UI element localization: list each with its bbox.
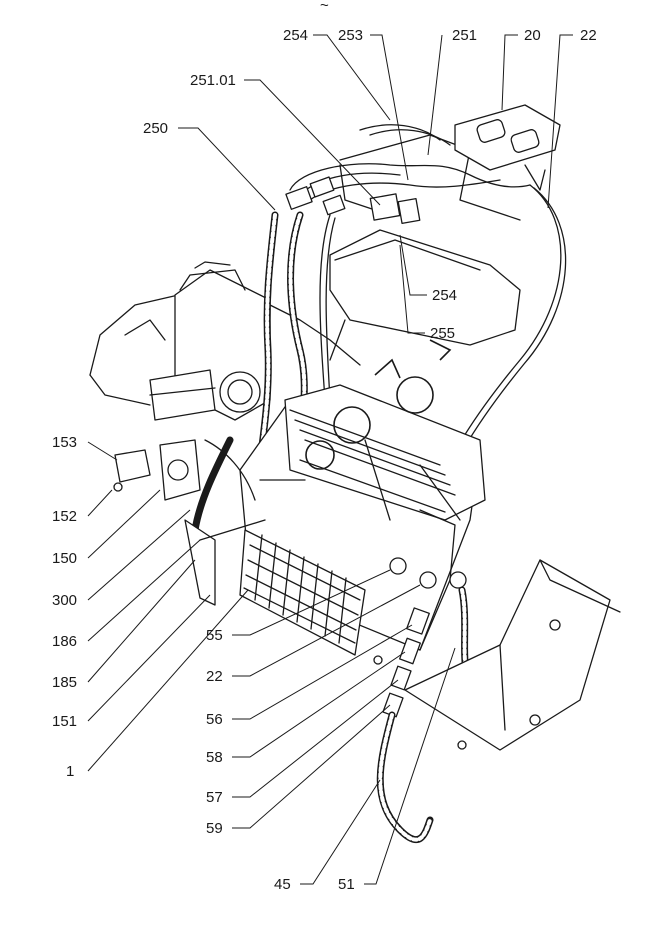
callout-51: 51: [338, 876, 355, 893]
watermark: [305, 339, 452, 470]
callout-254-mid: 254: [432, 287, 457, 304]
connector-250: [285, 186, 313, 210]
callout-45: 45: [274, 876, 291, 893]
callout-57: 57: [206, 789, 223, 806]
upper-cover: [329, 229, 521, 346]
callout-254-top: 254: [283, 27, 308, 44]
callout-253: 253: [338, 27, 363, 44]
top-mark: ~: [320, 0, 329, 14]
mounting-plate: [159, 439, 201, 501]
round-port: [219, 371, 261, 413]
callout-255: 255: [430, 325, 455, 342]
heat-exchanger-fins: [239, 529, 366, 656]
leader-lines: [87, 34, 573, 885]
callout-58: 58: [206, 749, 223, 766]
callout-22-top: 22: [580, 27, 597, 44]
callout-56: 56: [206, 711, 223, 728]
callout-152: 152: [52, 508, 77, 525]
callout-250: 250: [143, 120, 168, 137]
callout-labels: 254 253 251 20 22 251.01 250 254 255 153…: [52, 27, 597, 893]
relay-251: [369, 193, 401, 221]
callout-251: 251: [452, 27, 477, 44]
elbow-fitting: [419, 571, 437, 589]
callout-55: 55: [206, 627, 223, 644]
callout-186: 186: [52, 633, 77, 650]
callout-1: 1: [66, 763, 74, 780]
control-panel: [454, 104, 561, 171]
callout-59: 59: [206, 820, 223, 837]
callout-251-01: 251.01: [190, 72, 236, 89]
callout-153: 153: [52, 434, 77, 451]
callout-20: 20: [524, 27, 541, 44]
assembly-drawing: [89, 104, 621, 844]
callout-185: 185: [52, 674, 77, 691]
callout-22-bottom: 22: [206, 668, 223, 685]
callout-150: 150: [52, 550, 77, 567]
callout-151: 151: [52, 713, 77, 730]
callout-300: 300: [52, 592, 77, 609]
